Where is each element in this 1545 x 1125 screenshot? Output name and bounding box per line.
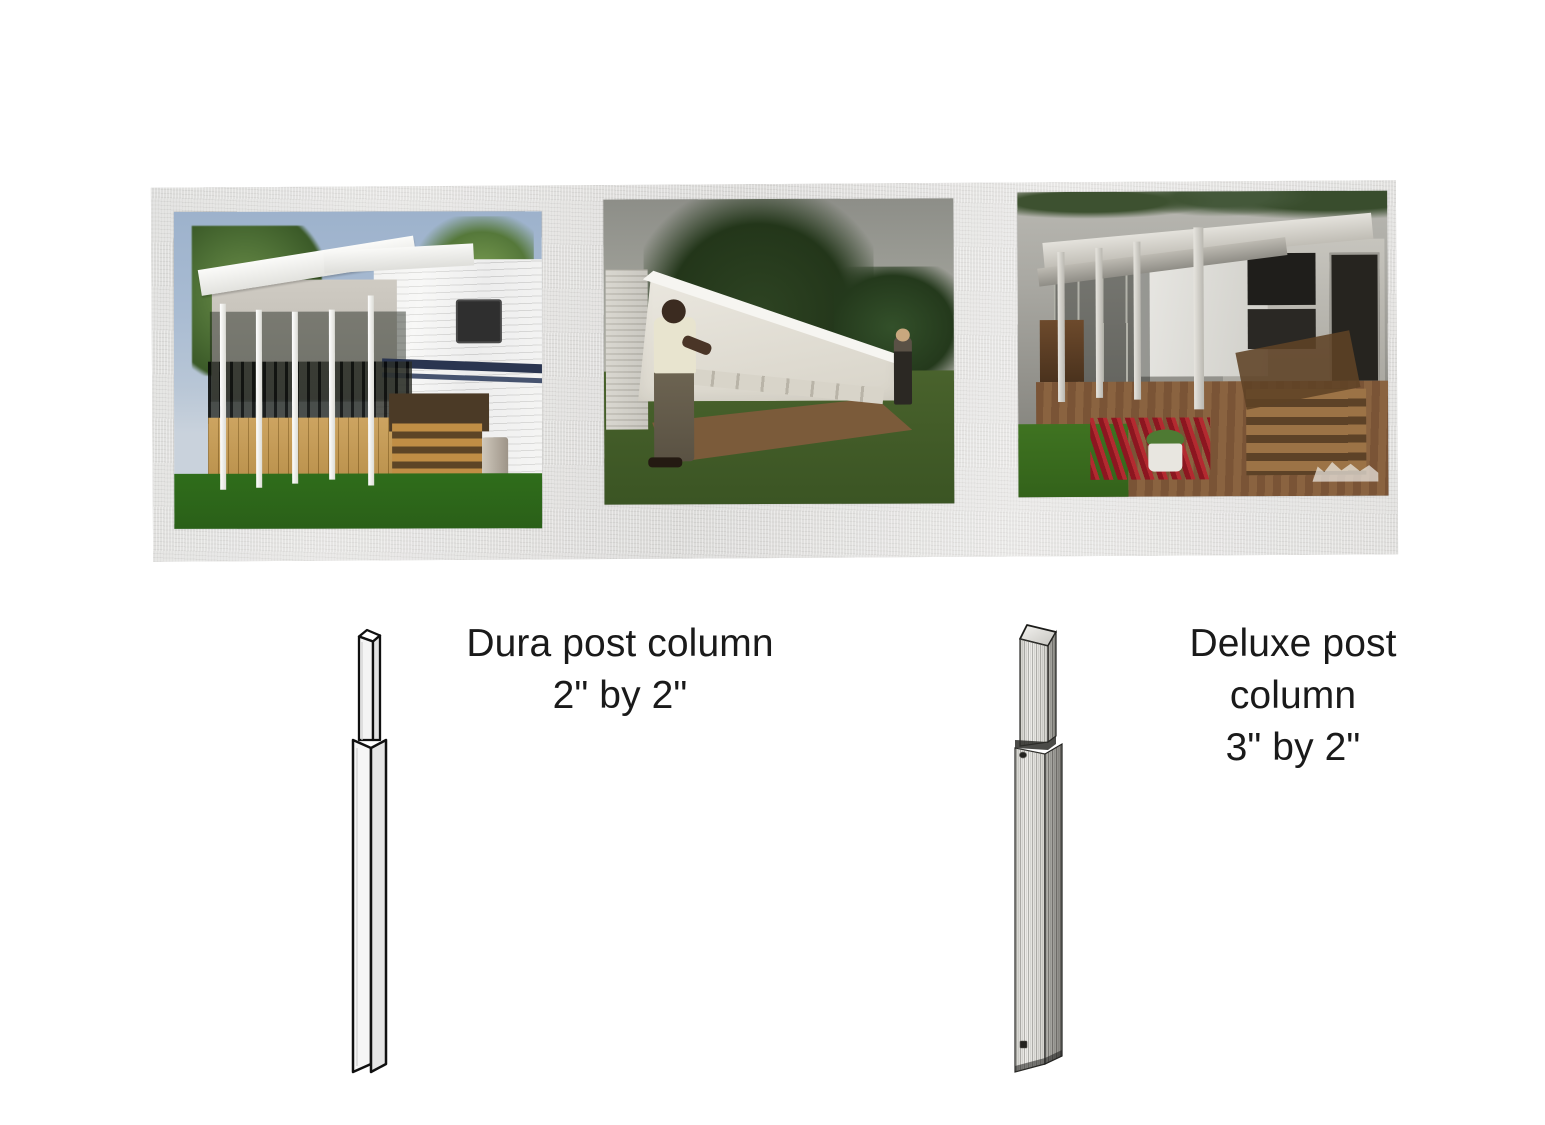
photo-thumbnail-2: [603, 198, 955, 505]
photo-thumbnail-1: [173, 211, 543, 529]
photo2-end-wall-siding: [605, 269, 649, 430]
photo1-trailer-window: [455, 299, 502, 344]
photo3-support-column-3: [1133, 241, 1142, 400]
dura-post-label: Dura post column 2" by 2": [410, 618, 830, 722]
photo1-deck-railing: [207, 361, 413, 424]
deluxe-post-label: Deluxe post column 3" by 2": [1128, 618, 1458, 774]
photo1-support-post-5: [367, 295, 375, 486]
deluxe-post-drawing: [1014, 624, 1063, 1073]
deluxe-post-size: 3" by 2": [1225, 725, 1361, 769]
photo3-support-column-2: [1095, 247, 1104, 398]
photo-strip: [150, 180, 1399, 562]
photo2-worker-head: [661, 299, 686, 324]
deluxe-post-name-line2: column: [1229, 673, 1357, 717]
photo1-support-post-1: [219, 303, 227, 490]
photo1-support-post-4: [328, 309, 336, 480]
dura-post-illustration: [348, 628, 392, 1086]
deluxe-post-illustration: [1012, 622, 1066, 1084]
photo1-support-post-2: [255, 309, 263, 488]
dura-post-name: Dura post column: [466, 622, 774, 665]
deluxe-post-name-line1: Deluxe post: [1189, 622, 1397, 665]
photo1-railing-slats: [207, 361, 413, 424]
photo2-end-wall: [605, 269, 649, 430]
photo3-window-upper: [1247, 252, 1316, 306]
photo2-second-person: [893, 336, 913, 405]
dura-post-drawing: [351, 628, 388, 1074]
photo3-support-column-1: [1057, 251, 1066, 403]
photo3-support-column-4: [1193, 227, 1205, 410]
photo2-worker-shoe: [648, 457, 683, 468]
photo1-support-post-3: [291, 311, 299, 484]
photo1-lawn: [174, 473, 543, 529]
photo3-planter-pot: [1148, 443, 1183, 472]
photo2-second-person-head: [895, 328, 910, 342]
dura-post-size: 2" by 2": [552, 673, 688, 717]
photo2-worker-legs: [653, 369, 695, 462]
photo-thumbnail-3: [1017, 190, 1389, 498]
